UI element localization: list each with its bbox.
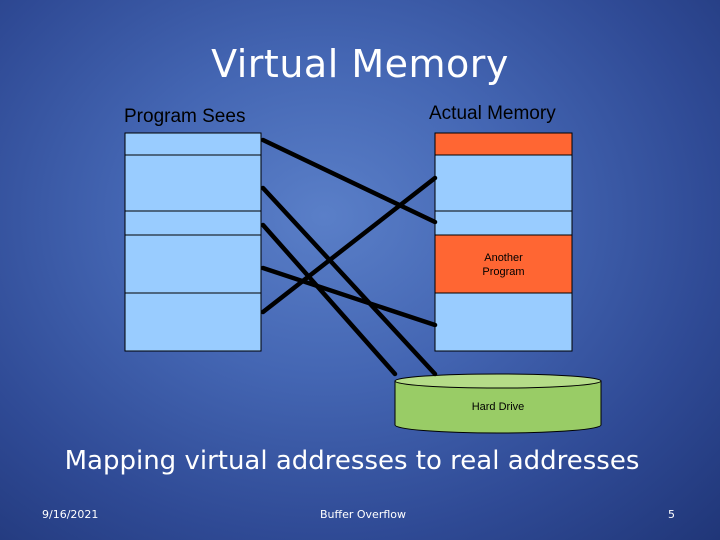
hard-drive-top: [394, 373, 602, 389]
hard-drive-body: [394, 380, 602, 434]
virtual-page-5: [124, 292, 262, 352]
footer-center-text: Buffer Overflow: [320, 508, 406, 521]
mapping-line-4: [260, 265, 438, 328]
another-program-label-line1: Another: [484, 252, 523, 264]
mapping-line-3: [260, 222, 398, 377]
mapping-line-1: [260, 137, 438, 225]
another-program-label-line2: Program: [482, 266, 525, 278]
virtual-page-4: [124, 234, 262, 294]
left-column-label: Program Sees: [124, 106, 246, 127]
slide-subtitle: Mapping virtual addresses to real addres…: [64, 446, 640, 476]
physical-frame-3: [434, 292, 573, 352]
mapping-line-2: [260, 185, 438, 377]
virtual-page-2: [124, 154, 262, 212]
physical-frame-other-program-top: [434, 132, 573, 156]
hard-drive: [394, 373, 602, 434]
physical-memory-column: [434, 132, 573, 352]
virtual-memory-column: [124, 132, 262, 352]
another-program-label: Another Program: [435, 251, 572, 279]
physical-frame-another-program: [434, 234, 573, 294]
virtual-page-1: [124, 132, 262, 156]
mapping-lines: [260, 137, 438, 377]
slide-title: Virtual Memory: [211, 42, 509, 86]
hard-drive-label: Hard Drive: [471, 401, 525, 413]
mapping-line-5: [260, 175, 438, 315]
right-column-label: Actual Memory: [429, 103, 556, 124]
virtual-page-3: [124, 210, 262, 236]
footer-page-number: 5: [668, 508, 675, 521]
physical-frame-2: [434, 210, 573, 236]
physical-frame-1: [434, 154, 573, 212]
footer-date: 9/16/2021: [42, 508, 99, 521]
